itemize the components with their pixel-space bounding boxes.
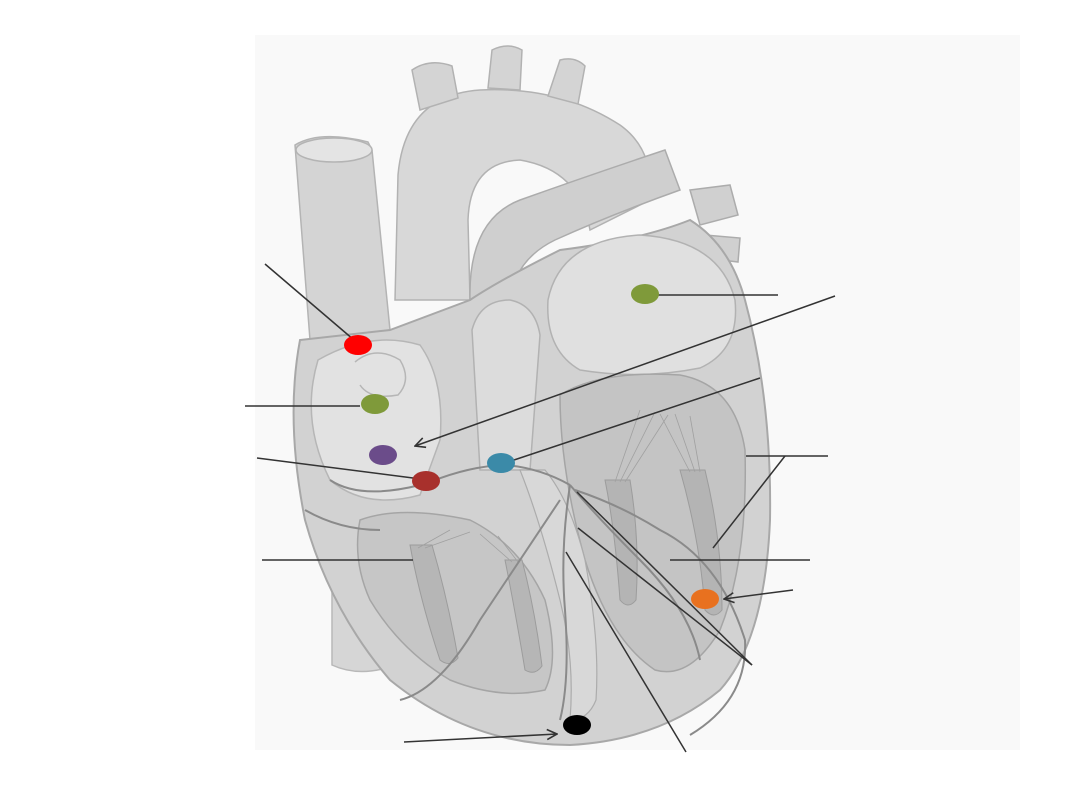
heart-illustration: [292, 45, 772, 747]
aortic-root: [471, 299, 541, 471]
right-ventricle: [356, 511, 554, 695]
leader-line-av-node: [256, 457, 414, 479]
left-atrium: [547, 234, 737, 376]
leader-line-sa-node: [264, 263, 355, 341]
right-atrium: [310, 339, 442, 501]
rv-papillary-muscle-2: [504, 559, 543, 673]
leader-line-septum: [565, 551, 687, 753]
lv-papillary-muscle-2: [679, 469, 723, 616]
leader-line-bundle-branch-1: [576, 491, 753, 666]
left-subclavian-artery: [547, 58, 586, 105]
marker-green-atrium: [361, 394, 389, 414]
marker-purple: [369, 445, 397, 465]
marker-black: [563, 715, 591, 735]
leader-line-internodal: [415, 295, 836, 446]
pulmonary-trunk: [469, 149, 681, 311]
rv-chordae: [417, 529, 519, 563]
marker-teal: [487, 453, 515, 473]
marker-orange: [691, 589, 719, 609]
marker-green-ventricle: [631, 284, 659, 304]
svc-opening: [295, 137, 373, 163]
leader-line-apex: [403, 734, 557, 743]
leader-line-apex-myocardium: [724, 589, 794, 599]
lv-chordae: [614, 409, 701, 483]
left-carotid-artery: [487, 45, 523, 91]
leader-line-purkinje-3: [712, 455, 786, 549]
brachiocephalic-artery: [411, 62, 459, 111]
leader-lines: [245, 263, 836, 753]
leader-line-bundle-branch-2: [577, 527, 753, 666]
marker-dark-red: [412, 471, 440, 491]
leader-line-bundle-of-his: [513, 377, 761, 461]
superior-vena-cava: [294, 135, 391, 341]
marker-red: [344, 335, 372, 355]
markers: [344, 284, 719, 735]
interventricular-septum: [519, 469, 598, 721]
